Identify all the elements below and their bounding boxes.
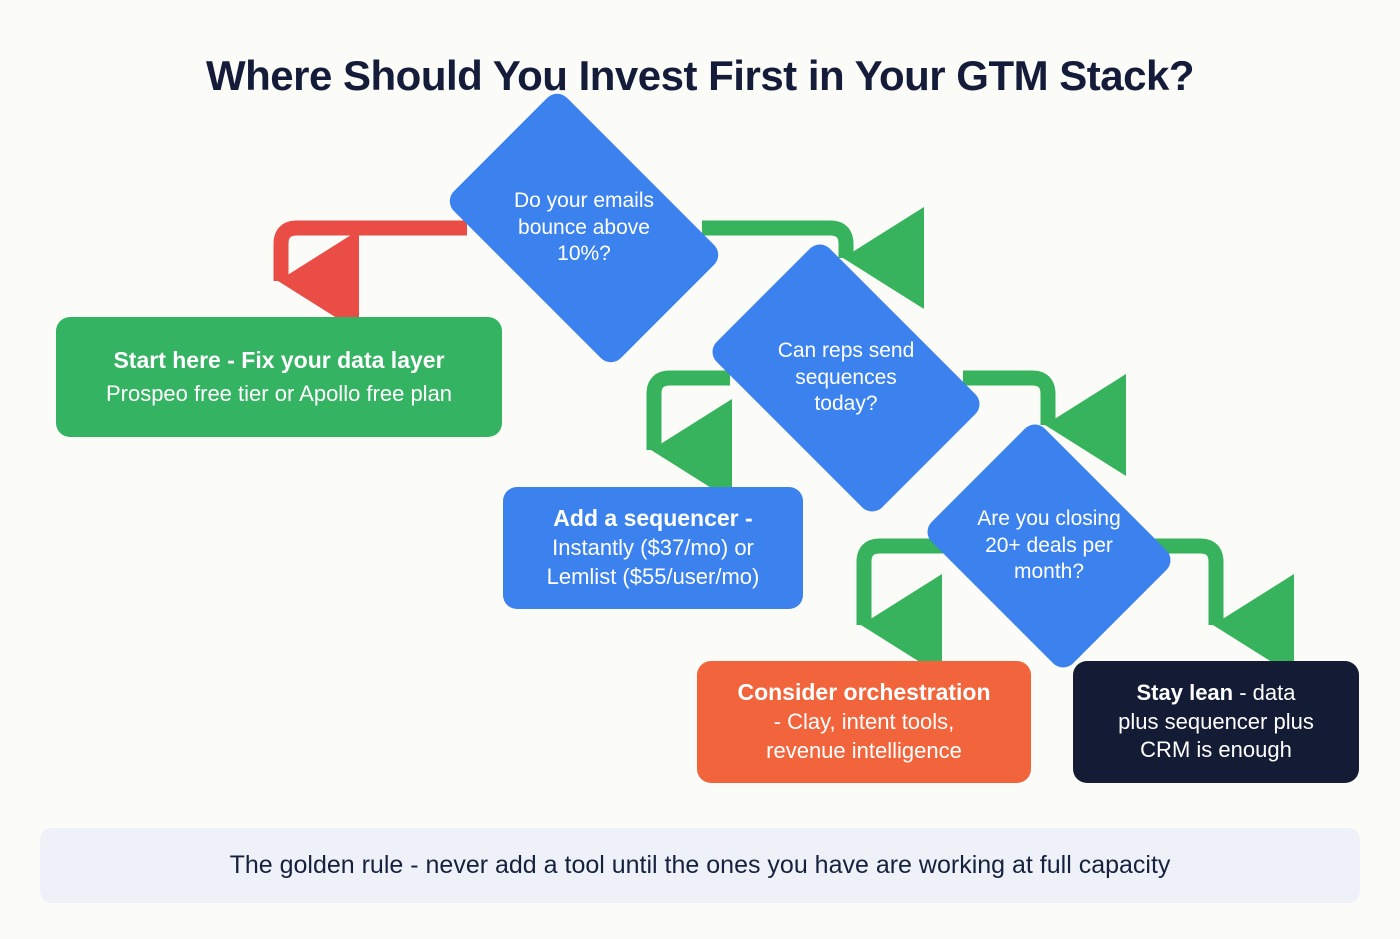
decision3-line1: Are you closing	[977, 506, 1121, 530]
decision2-label: Can reps send sequences today?	[772, 338, 921, 419]
decision-node-reps-sequences[interactable]: Can reps send sequences today?	[706, 238, 986, 518]
decision3-line2: 20+ deals per	[985, 533, 1113, 557]
footer-banner: The golden rule - never add a tool until…	[40, 828, 1360, 903]
edge-decision2-to-decision3	[963, 370, 1127, 476]
outcome-lean-detail-line1: - data	[1233, 680, 1296, 706]
outcome-node-fix-data-layer[interactable]: Start here - Fix your data layer Prospeo…	[56, 317, 502, 437]
decision1-line3: 10%?	[557, 242, 611, 266]
decision3-label: Are you closing 20+ deals per month?	[949, 506, 1149, 587]
edge-decision3-to-outcome-orchestration	[856, 538, 950, 676]
decision1-line2: bounce above	[518, 215, 650, 239]
decision2-line3: today?	[814, 392, 878, 416]
outcome-node-consider-orchestration[interactable]: Consider orchestration - Clay, intent to…	[697, 661, 1031, 783]
edge-decision3-to-outcome-lean	[1148, 538, 1295, 676]
decision2-line2: sequences	[795, 365, 897, 389]
outcome-node-stay-lean[interactable]: Stay lean - data plus sequencer plus CRM…	[1073, 661, 1359, 783]
decision1-line1: Do your emails	[513, 188, 655, 212]
outcome-node-add-sequencer[interactable]: Add a sequencer - Instantly ($37/mo) or …	[503, 487, 803, 609]
outcome-lean-detail-line3: CRM is enough	[1140, 737, 1292, 763]
decision-node-email-bounce[interactable]: Do your emails bounce above 10%?	[443, 87, 725, 369]
outcome-lean-detail-line2: plus sequencer plus	[1118, 708, 1314, 734]
page-title: Where Should You Invest First in Your GT…	[205, 52, 1195, 99]
outcome-sequencer-detail-line1: Instantly ($37/mo) or	[552, 535, 754, 561]
outcome-lean-heading: Stay lean	[1136, 680, 1234, 706]
outcome-data-detail: Prospeo free tier or Apollo free plan	[105, 380, 453, 406]
decision1-label: Do your emails bounce above 10%?	[508, 188, 660, 269]
outcome-orchestration-detail-line2: revenue intelligence	[766, 737, 962, 763]
outcome-sequencer-heading: Add a sequencer -	[553, 505, 753, 532]
outcome-data-heading: Start here - Fix your data layer	[113, 346, 445, 373]
outcome-orchestration-detail-line1: - Clay, intent tools,	[773, 709, 955, 735]
decision-node-deals-per-month[interactable]: Are you closing 20+ deals per month?	[921, 418, 1177, 674]
decision3-line3: month?	[1013, 560, 1085, 584]
decision2-line1: Can reps send	[777, 338, 915, 362]
edge-decision1-to-outcome-data	[273, 220, 467, 332]
outcome-lean-line1: Stay lean - data	[1137, 679, 1296, 708]
outcome-sequencer-detail-line2: Lemlist ($55/user/mo)	[546, 563, 760, 589]
edge-decision2-to-outcome-sequencer	[646, 370, 733, 501]
outcome-orchestration-heading: Consider orchestration	[737, 679, 991, 706]
footer-text: The golden rule - never add a tool until…	[229, 851, 1171, 879]
edge-decision1-to-decision2	[702, 207, 925, 309]
